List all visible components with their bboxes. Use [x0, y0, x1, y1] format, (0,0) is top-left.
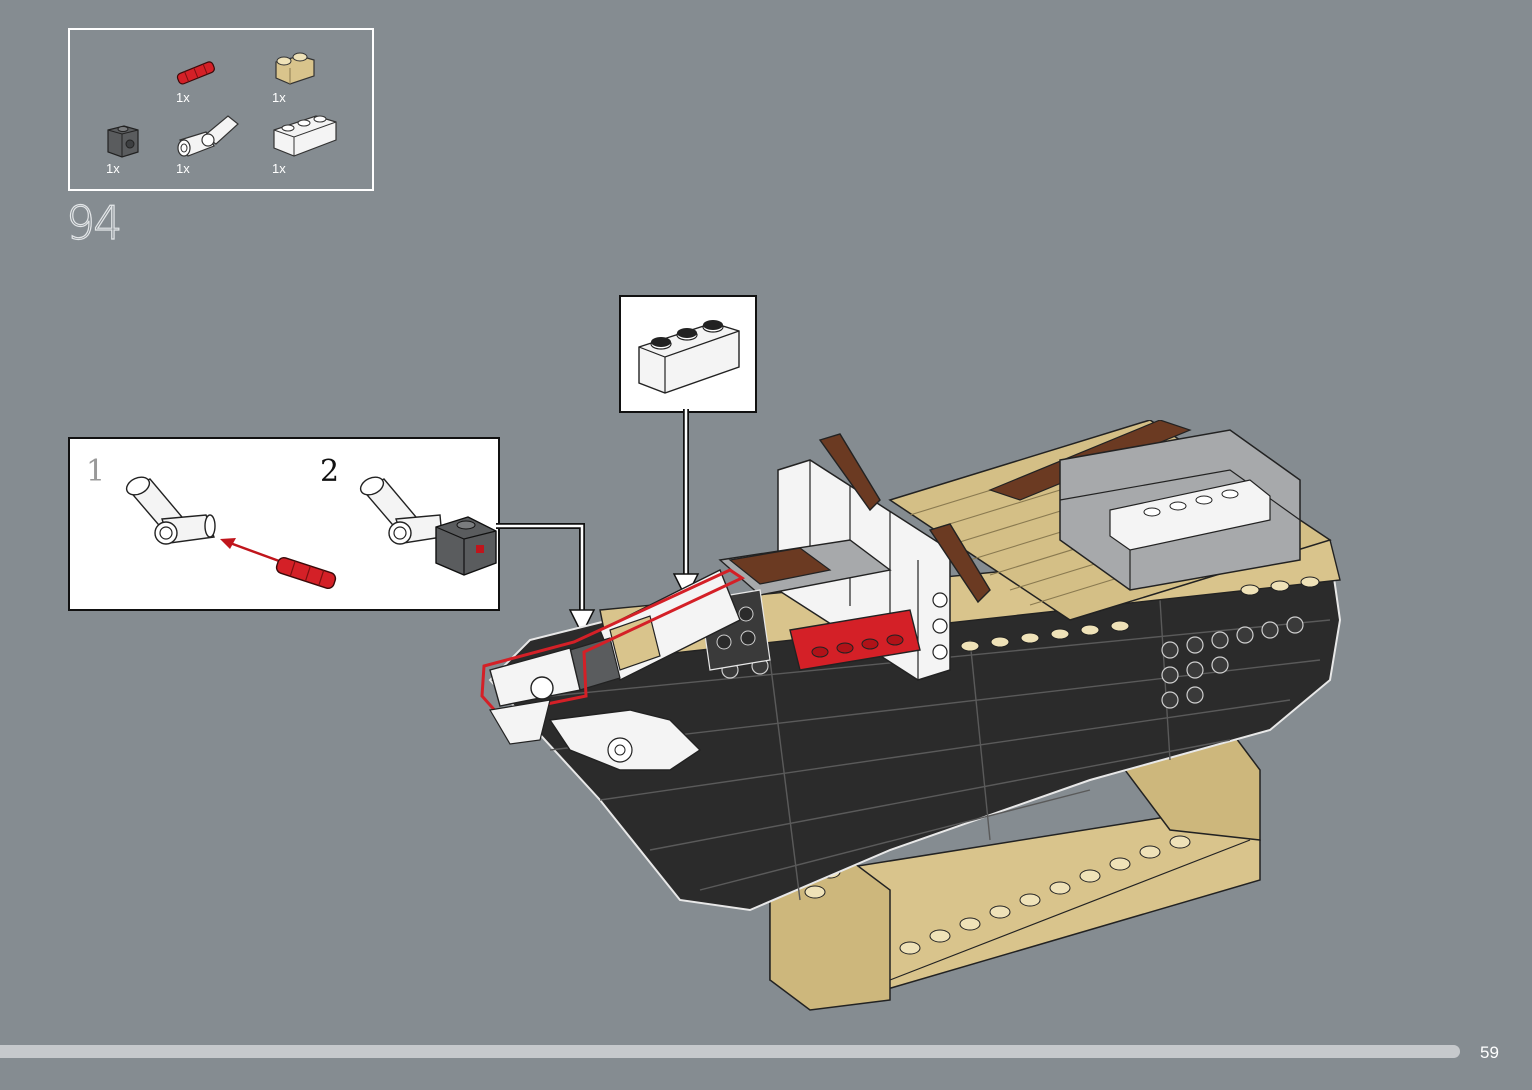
- progress-bar: [0, 1045, 1460, 1058]
- white-angle-connector-icon: [124, 474, 215, 544]
- white-brick-1x3-icon: [270, 108, 340, 160]
- step-number: 94: [66, 200, 121, 246]
- substep-label: 1: [86, 457, 105, 487]
- white-angle-connector-icon: [174, 110, 242, 162]
- gray-stern-blocks: [1060, 430, 1300, 590]
- part-qty: 1x: [176, 90, 190, 105]
- dark-gray-technic-brick-icon: [104, 120, 142, 160]
- ship-model-illustration: [470, 420, 1350, 1020]
- parts-list-box: 1x 1x 1x 1x 1x: [68, 28, 374, 191]
- page-number: 59: [1480, 1043, 1499, 1063]
- part-qty: 1x: [176, 161, 190, 176]
- part-qty: 1x: [106, 161, 120, 176]
- part-qty: 1x: [272, 161, 286, 176]
- substep-label: 2: [320, 457, 339, 487]
- subassembly-callout: 1 2: [68, 437, 500, 611]
- callout-brick-1x3: [619, 295, 757, 413]
- red-axle-pin-icon: [174, 60, 220, 86]
- part-qty: 1x: [272, 90, 286, 105]
- tan-log-brick-icon: [270, 48, 320, 88]
- subassembly-illustration: [70, 439, 498, 609]
- white-brick-1x3-icon: [621, 297, 755, 411]
- red-axle-pin-icon: [275, 556, 337, 590]
